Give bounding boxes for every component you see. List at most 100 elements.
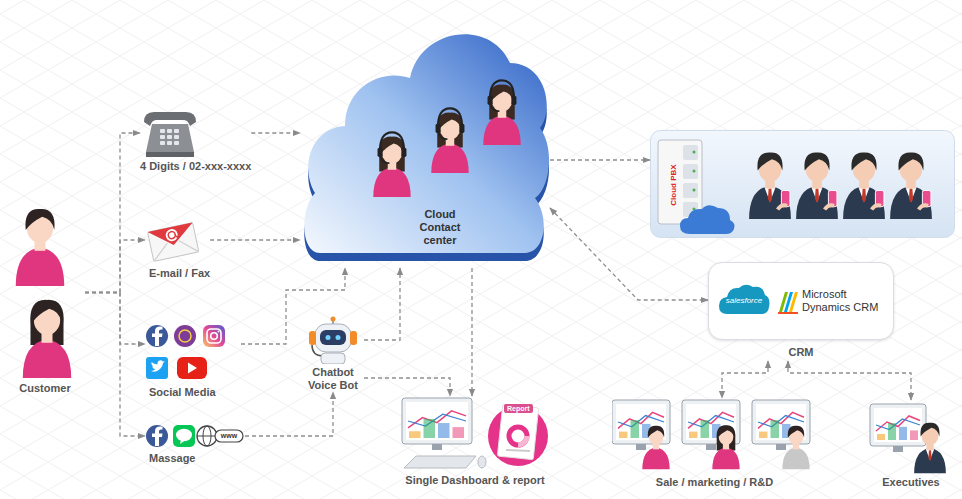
message-channel: Massage (145, 422, 245, 465)
phone-channel-icon-part (174, 141, 179, 145)
chatbot-node-icon-part (309, 331, 316, 345)
dashed-connector (722, 361, 768, 398)
phone-channel-icon (140, 108, 200, 158)
dashed-connector (85, 133, 140, 293)
pbx-illustration-part-part (749, 186, 791, 219)
sales-marketing-team-icon-part (776, 444, 786, 450)
node-text: Chatbot Voice Bot (302, 366, 364, 392)
customer-figure-icon-part (23, 300, 71, 378)
cloud-shape-part-part (437, 113, 463, 148)
phone-channel-icon-part (144, 112, 196, 126)
cloud-text-slot: Cloud Contact center (407, 208, 473, 247)
executive-figure-icon-part-part (928, 450, 931, 461)
sales-marketing-team-icon-part (758, 416, 804, 427)
email-channel-icon (145, 215, 201, 265)
sales-marketing-team-icon-part (759, 432, 768, 438)
cloud-shape-part (483, 80, 520, 145)
dashed-connector (550, 159, 650, 160)
email-channel-icon-part-part (165, 228, 179, 242)
executive-figure-icon-part (876, 419, 920, 430)
pbx-illustration-part (890, 152, 932, 219)
pbx-illustration-part (693, 170, 696, 173)
dashed-connector (210, 239, 300, 240)
message-channel-icon-part (152, 427, 163, 447)
social-channel: Social Media (145, 322, 241, 399)
cloud-shape-part-part (380, 132, 404, 152)
social-channel-icon-part (211, 333, 218, 340)
dashboard-report-icon-part (404, 456, 476, 468)
phone-channel: 4 Digits / 02-xxx-xxxx (140, 108, 251, 173)
executive-figure-icon-part-part (920, 423, 939, 437)
dashboard-report-icon-part (402, 398, 472, 444)
salesforce-logo: salesforce (717, 282, 771, 320)
pbx-illustration-part-part (872, 205, 882, 209)
dashboard-report-icon-part (424, 419, 436, 438)
dashboard-report-icon-part (506, 450, 530, 451)
dynamics-text-slot: Microsoft Dynamics CRM (802, 288, 888, 314)
cloud-shape-part-part (488, 96, 493, 105)
cloud-shape-part-part (373, 167, 410, 197)
pbx-illustration-part-part (825, 205, 835, 209)
sales-marketing-team-icon-part (618, 416, 664, 427)
executive-figure-icon-part (877, 434, 885, 440)
node-text: salesforce (717, 282, 771, 320)
node-text: Executives (868, 476, 954, 489)
chatbot-node-icon-part (331, 317, 336, 322)
pbx-illustration-part (683, 164, 698, 179)
sales-marketing-team-icon-part (771, 420, 780, 438)
email-channel-icon-part (148, 223, 199, 262)
pbx-illustration-part (680, 205, 735, 234)
node-text: CRM (788, 346, 813, 359)
dashed-connector (364, 378, 450, 396)
customer-figure-icon-part-part (23, 340, 71, 379)
dashed-connector (241, 268, 345, 344)
customer-figure-icon-part-part (32, 301, 61, 322)
pbx-illustration-part (683, 183, 698, 198)
message-channel-icon-part (215, 430, 243, 442)
sales-marketing-team-icon-part (701, 420, 710, 438)
cloud-shape-part-part (379, 137, 405, 172)
pbx-illustration-part (651, 131, 955, 238)
phone-channel-icon-part (167, 135, 172, 139)
social-channel-icon-part (151, 360, 165, 371)
cloud-shape-part-part (491, 85, 514, 101)
dashboard-report-icon-part (478, 456, 486, 468)
sales-marketing-team-icon-part (782, 426, 809, 469)
sales-marketing-team-icon-part (631, 420, 640, 438)
sales-marketing-team-icon-part (619, 432, 628, 438)
node-text: Sale / marketing / R&D (612, 476, 817, 489)
dashed-connector (251, 132, 300, 133)
sales-marketing-team-icon-part-part (712, 448, 739, 470)
pbx-illustration-part-part (858, 187, 869, 202)
cloud-shape-part (304, 34, 549, 253)
pbx-illustration-part-part (804, 152, 829, 170)
sales-marketing-team-icon-part-part (788, 426, 804, 438)
email-channel-icon-part-part (148, 223, 199, 262)
cloud-shape-part-part (459, 124, 464, 133)
executive-figure-icon-part-part (926, 449, 935, 461)
node-text: Social Media (149, 386, 241, 399)
chatbot-node-icon-part (315, 324, 351, 352)
web-tag: www (215, 430, 243, 442)
cloud-shape-part-part (490, 80, 514, 100)
chatbot-node-icon-part (336, 335, 341, 340)
dashboard-report-icon-part (438, 423, 450, 438)
executive-figure-icon-part (874, 408, 922, 442)
phone-channel-icon-part (160, 129, 165, 133)
pbx-illustration-part-part (815, 189, 819, 203)
customer-figure-icon-part-part (25, 209, 54, 230)
social-channel-icon-part (146, 357, 168, 379)
chatbot-node-icon-part (321, 353, 345, 364)
executive-figure-icon-part (870, 404, 926, 446)
pbx-illustration-part-part (778, 205, 788, 209)
chatbot-node-icon-part (350, 331, 357, 345)
cloud-pbx-panel: Cloud PBX (650, 130, 955, 238)
message-channel-icon-part (176, 429, 192, 441)
node-text: Microsoft Dynamics CRM (802, 288, 888, 314)
dynamics-logo-part (789, 292, 798, 312)
node-text: Cloud PBX (669, 162, 679, 208)
social-channel-icon-part (146, 325, 168, 347)
sales-marketing-team-icon-part-part (642, 448, 669, 470)
pbx-illustration-part-part (796, 186, 838, 219)
